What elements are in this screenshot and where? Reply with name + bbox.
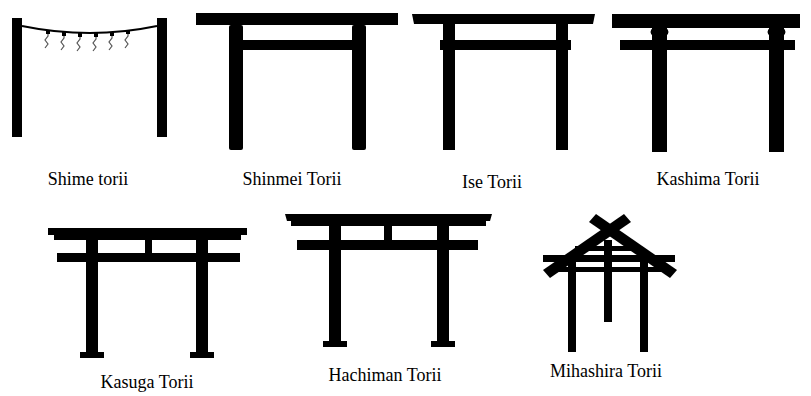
gate-caption: Kashima Torii: [657, 170, 760, 190]
gate-caption: Kasuga Torii: [101, 373, 194, 393]
hachiman-torii: [285, 214, 492, 347]
gate-caption: Shinmei Torii: [243, 170, 342, 190]
gate-caption: Ise Torii: [462, 173, 522, 193]
shime-torii: [12, 18, 167, 137]
kashima-torii: [612, 14, 800, 152]
gate-caption: Hachiman Torii: [329, 366, 442, 386]
gate-caption: Mihashira Torii: [550, 362, 662, 382]
shinmei-torii: [196, 13, 398, 150]
gate-caption: Shime torii: [48, 170, 129, 190]
kasuga-torii: [48, 228, 247, 358]
ise-torii: [412, 14, 595, 150]
mihashira-torii: [543, 214, 677, 352]
